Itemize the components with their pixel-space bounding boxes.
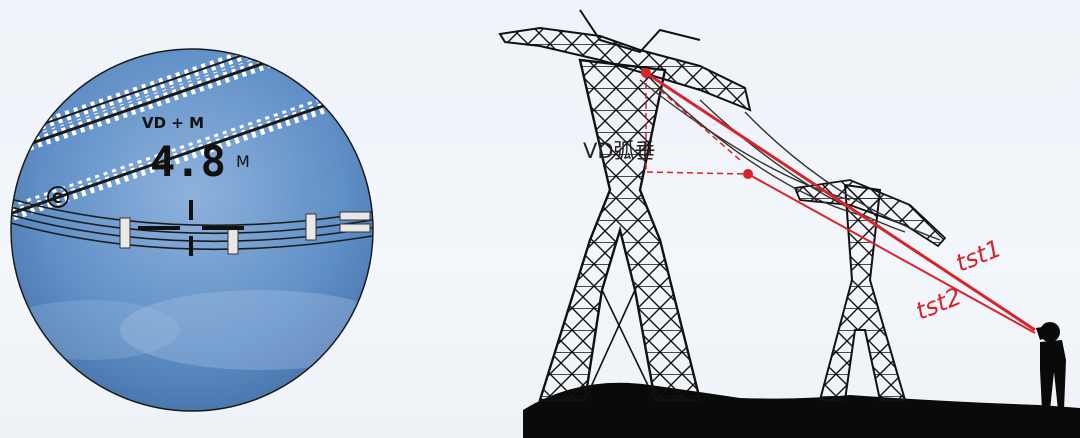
measurement-overlay	[641, 68, 1036, 334]
tst1-label: tst1	[952, 234, 1006, 277]
observer-silhouette	[1036, 322, 1066, 410]
copyright-circle-icon: C	[47, 186, 69, 208]
unit-label: M	[236, 152, 250, 171]
distance-reading: 4.8	[150, 137, 226, 186]
insulator-string-top	[21, 49, 373, 151]
tst2-line	[747, 173, 1036, 334]
crosshair-icon	[138, 200, 244, 256]
insulator-string-bottom	[11, 62, 373, 234]
sag-guide-diagonal	[659, 89, 741, 161]
tower-large	[498, 9, 752, 402]
conductor-cables	[11, 195, 373, 251]
sag-guide	[645, 73, 749, 175]
tst1-line	[645, 71, 1036, 332]
ground	[523, 382, 1080, 438]
mode-label: VD + M	[142, 114, 204, 132]
tst2-label: tst2	[912, 282, 966, 325]
sag-label: VD弧垂	[583, 139, 656, 163]
viewfinder-lens	[10, 48, 374, 412]
svg-text:C: C	[52, 191, 62, 207]
